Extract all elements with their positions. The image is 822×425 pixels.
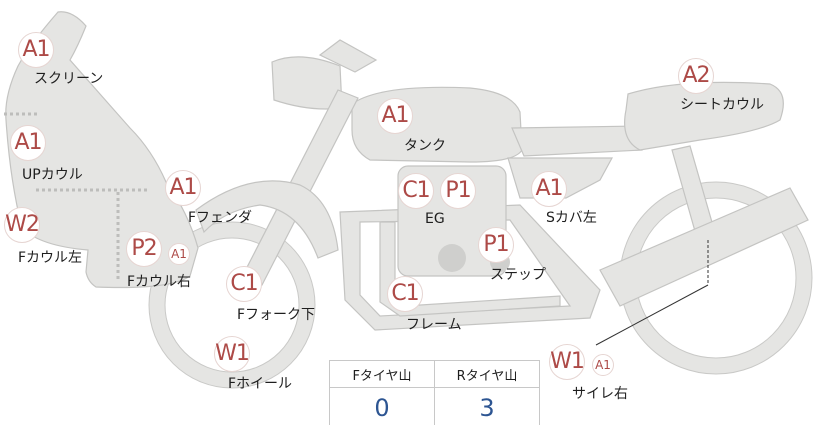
engine-grade-badge-1[interactable]: C1	[398, 173, 434, 209]
left-cowl-label: Fカウル左	[18, 250, 83, 266]
frame-grade-badge[interactable]: C1	[387, 276, 423, 312]
right-cowl-grade-badge[interactable]: P2	[126, 231, 162, 267]
side-cover-label: Sカバ左	[546, 210, 597, 226]
tank-grade-badge[interactable]: A1	[377, 98, 413, 134]
front-fender-label: Fフェンダ	[188, 210, 253, 226]
front-wheel-shape	[148, 221, 316, 389]
muffler-shape	[599, 187, 809, 307]
frame-label: フレーム	[406, 317, 462, 333]
rear-tread-header: Rタイヤ山	[434, 360, 540, 388]
tire-tread-table: Fタイヤ山 Rタイヤ山 0 3	[329, 360, 540, 425]
front-tread-value: 0	[329, 387, 435, 425]
right-cowl-label: Fカウル右	[127, 274, 192, 290]
left-cowl-grade-badge[interactable]: W2	[4, 207, 40, 243]
seat-cowl-label: シートカウル	[680, 97, 764, 113]
seat-cowl-grade-badge[interactable]: A2	[678, 58, 714, 94]
step-grade-badge[interactable]: P1	[478, 227, 514, 263]
screen-grade-badge[interactable]: A1	[18, 32, 54, 68]
muffler-grade-badge[interactable]: W1	[549, 344, 585, 380]
front-fork-grade-badge[interactable]: C1	[226, 266, 262, 302]
step-label: ステップ	[490, 267, 546, 283]
front-fender-shape	[195, 180, 339, 259]
front-wheel-label: Fホイール	[228, 376, 293, 392]
front-tread-header: Fタイヤ山	[329, 360, 435, 388]
muffler-subgrade-badge[interactable]: A1	[592, 354, 614, 376]
right-cowl-subgrade-badge[interactable]: A1	[168, 243, 190, 265]
upper-cowl-grade-badge[interactable]: A1	[10, 125, 46, 161]
fairing-shape	[5, 11, 199, 289]
screen-label: スクリーン	[34, 71, 104, 87]
seat-cowl-shape	[624, 81, 784, 151]
front-fender-grade-badge[interactable]: A1	[165, 170, 201, 206]
front-fork-label: Fフォーク下	[237, 307, 316, 323]
upper-cowl-label: UPカウル	[22, 167, 83, 183]
headlight-shape	[271, 56, 343, 110]
muffler-label: サイレ右	[572, 386, 628, 402]
rear-tread-value: 3	[434, 387, 540, 425]
side-cover-grade-badge[interactable]: A1	[531, 171, 567, 207]
seat-shape	[511, 125, 643, 157]
engine-grade-badge-2[interactable]: P1	[440, 173, 476, 209]
engine-label: EG	[425, 211, 445, 227]
stem-shape	[318, 39, 378, 73]
front-wheel-grade-badge[interactable]: W1	[214, 336, 250, 372]
tank-label: タンク	[404, 138, 446, 154]
